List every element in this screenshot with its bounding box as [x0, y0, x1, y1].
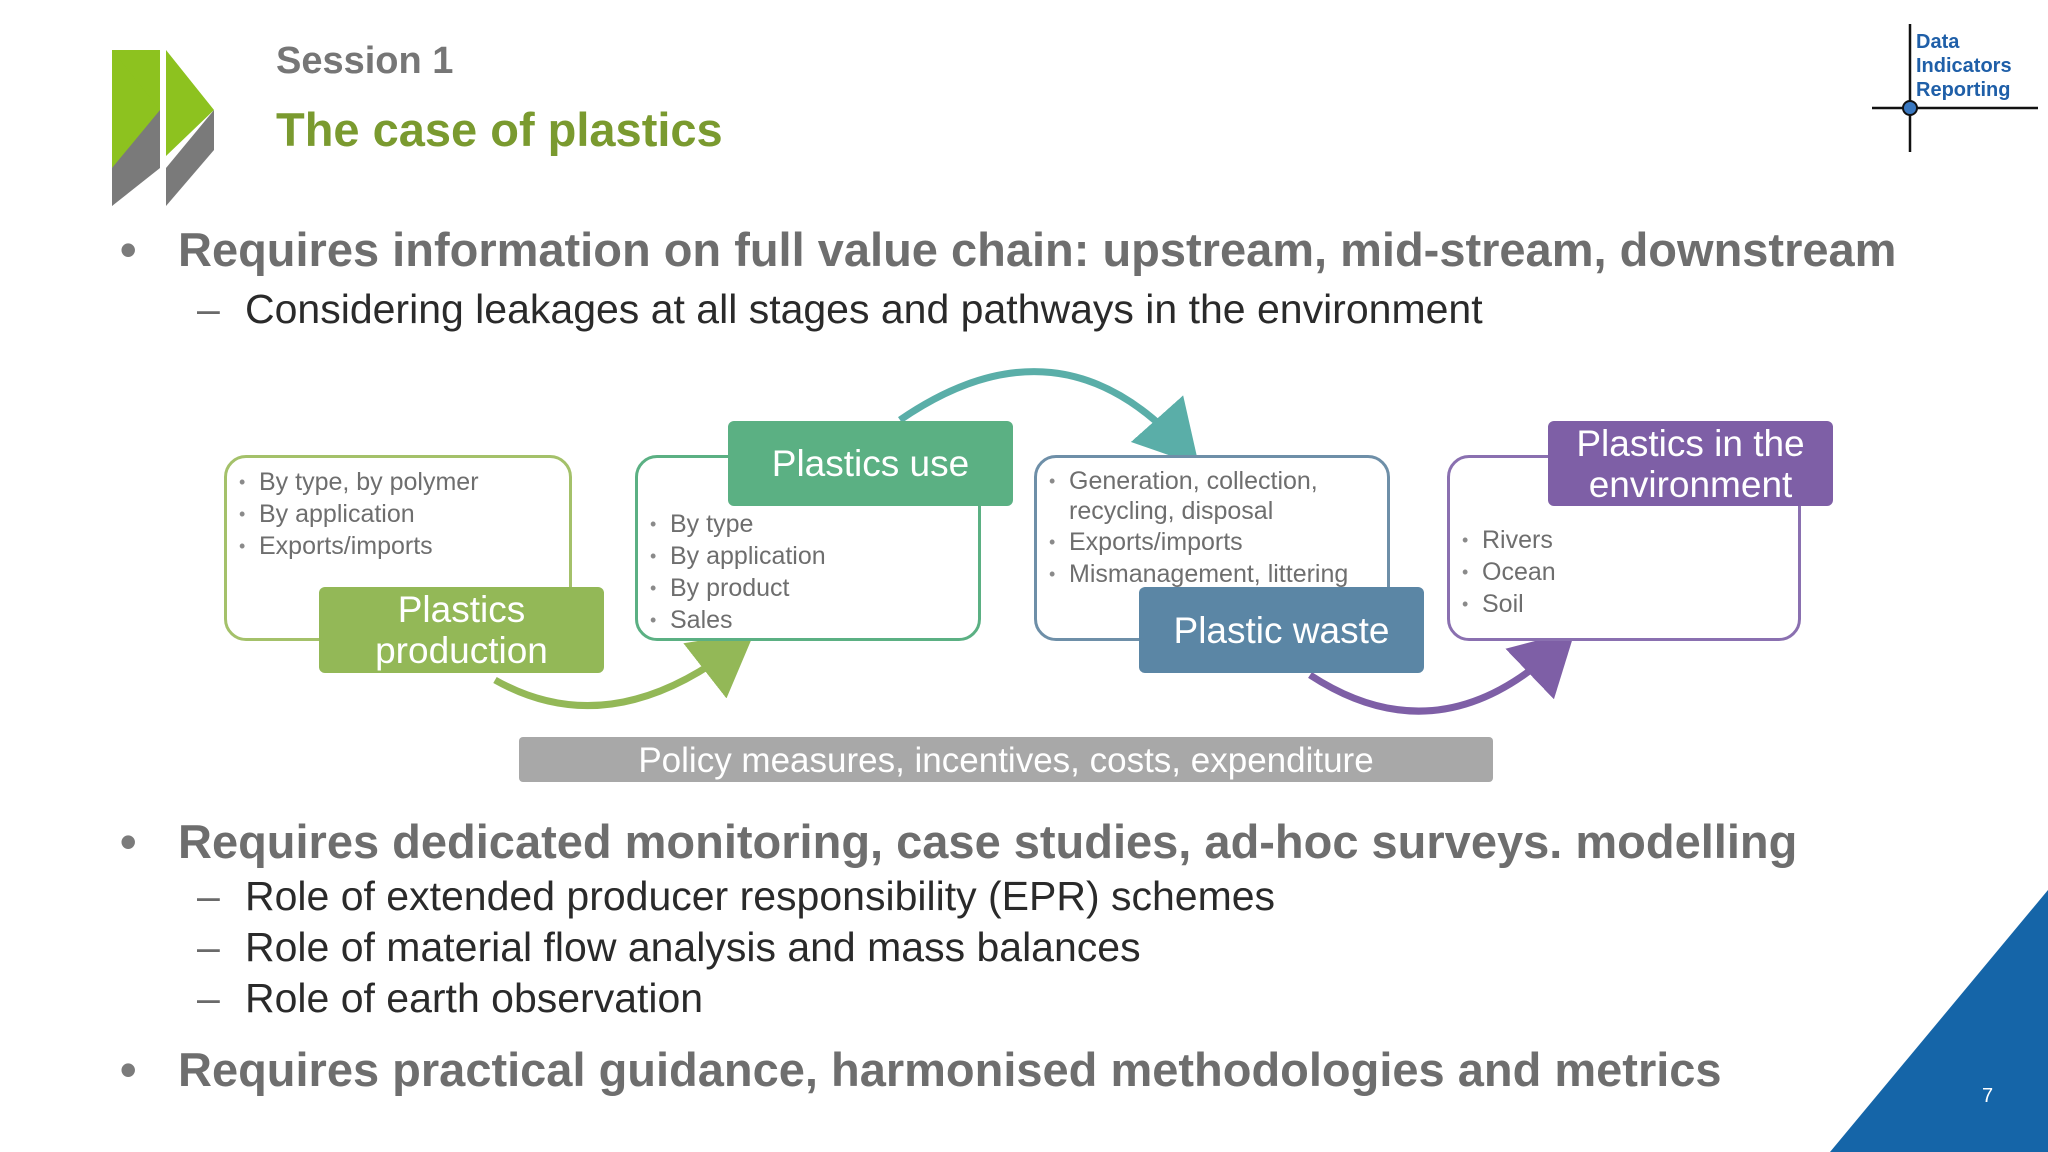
sub-dash: –: [197, 924, 220, 970]
environment-item: Ocean: [1462, 556, 1798, 588]
bullet-guidance-text: Requires practical guidance, harmonised …: [178, 1043, 1722, 1096]
bullet-guidance: • Requires practical guidance, harmonised…: [120, 1042, 1722, 1097]
production-item: Exports/imports: [239, 530, 569, 562]
logo-text: Data Indicators Reporting: [1916, 30, 2012, 102]
use-item: By type: [650, 508, 978, 540]
bullet-value-chain: • Requires information on full value chai…: [120, 222, 1896, 277]
production-item: By application: [239, 498, 569, 530]
label-plastics-production: Plastics production: [319, 587, 604, 673]
crosshair-logo-icon: [1872, 24, 2038, 152]
bullet-dot: •: [120, 223, 137, 276]
production-item: By type, by polymer: [239, 466, 569, 498]
page-number: 7: [1982, 1085, 1994, 1107]
arrow-use-to-waste: [898, 368, 1199, 466]
bullet-monitoring-text: Requires dedicated monitoring, case stud…: [178, 815, 1798, 868]
waste-item: Generation, collection, recycling, dispo…: [1049, 466, 1369, 526]
sub-bullet-leakages: –Considering leakages at all stages and …: [197, 286, 1483, 333]
bullet-monitoring: • Requires dedicated monitoring, case stu…: [120, 814, 1797, 869]
waste-item: Mismanagement, littering: [1049, 558, 1369, 590]
label-plastics-use: Plastics use: [728, 421, 1013, 506]
label-plastic-waste: Plastic waste: [1139, 587, 1424, 673]
sub-dash: –: [197, 286, 220, 332]
sub-bullet-mfa-text: Role of material flow analysis and mass …: [245, 924, 1141, 970]
sub-bullet-mfa: –Role of material flow analysis and mass…: [197, 924, 1141, 971]
bullet-dot: •: [120, 815, 137, 868]
bullet-dot: •: [120, 1043, 137, 1096]
session-label: Session 1: [276, 40, 454, 82]
environment-item: Rivers: [1462, 524, 1798, 556]
waste-item: Exports/imports: [1049, 526, 1369, 558]
arrow-waste-to-environment: [1308, 630, 1576, 715]
environment-item: Soil: [1462, 588, 1798, 620]
policy-measures-bar: Policy measures, incentives, costs, expe…: [519, 737, 1493, 782]
sub-bullet-leakages-text: Considering leakages at all stages and p…: [245, 286, 1483, 332]
sub-dash: –: [197, 975, 220, 1021]
corner-triangle-decoration: [1830, 890, 2048, 1152]
sub-bullet-epr-text: Role of extended producer responsibility…: [245, 873, 1276, 919]
use-item: By application: [650, 540, 978, 572]
sub-dash: –: [197, 873, 220, 919]
logo-line-indicators: Indicators: [1916, 55, 2012, 77]
sub-bullet-earth-observation-text: Role of earth observation: [245, 975, 704, 1021]
arrow-production-to-use: [493, 632, 755, 710]
sub-bullet-earth-observation: –Role of earth observation: [197, 975, 703, 1022]
sub-bullet-epr: –Role of extended producer responsibilit…: [197, 873, 1275, 920]
logo-line-data: Data: [1916, 31, 1960, 53]
slide-title: The case of plastics: [276, 103, 723, 156]
use-item: By product: [650, 572, 978, 604]
logo-line-reporting: Reporting: [1916, 79, 2011, 101]
bullet-value-chain-text: Requires information on full value chain…: [178, 223, 1897, 276]
oecd-logo-icon: [112, 50, 214, 206]
use-item: Sales: [650, 604, 978, 636]
label-plastics-environment: Plastics in the environment: [1548, 421, 1833, 506]
